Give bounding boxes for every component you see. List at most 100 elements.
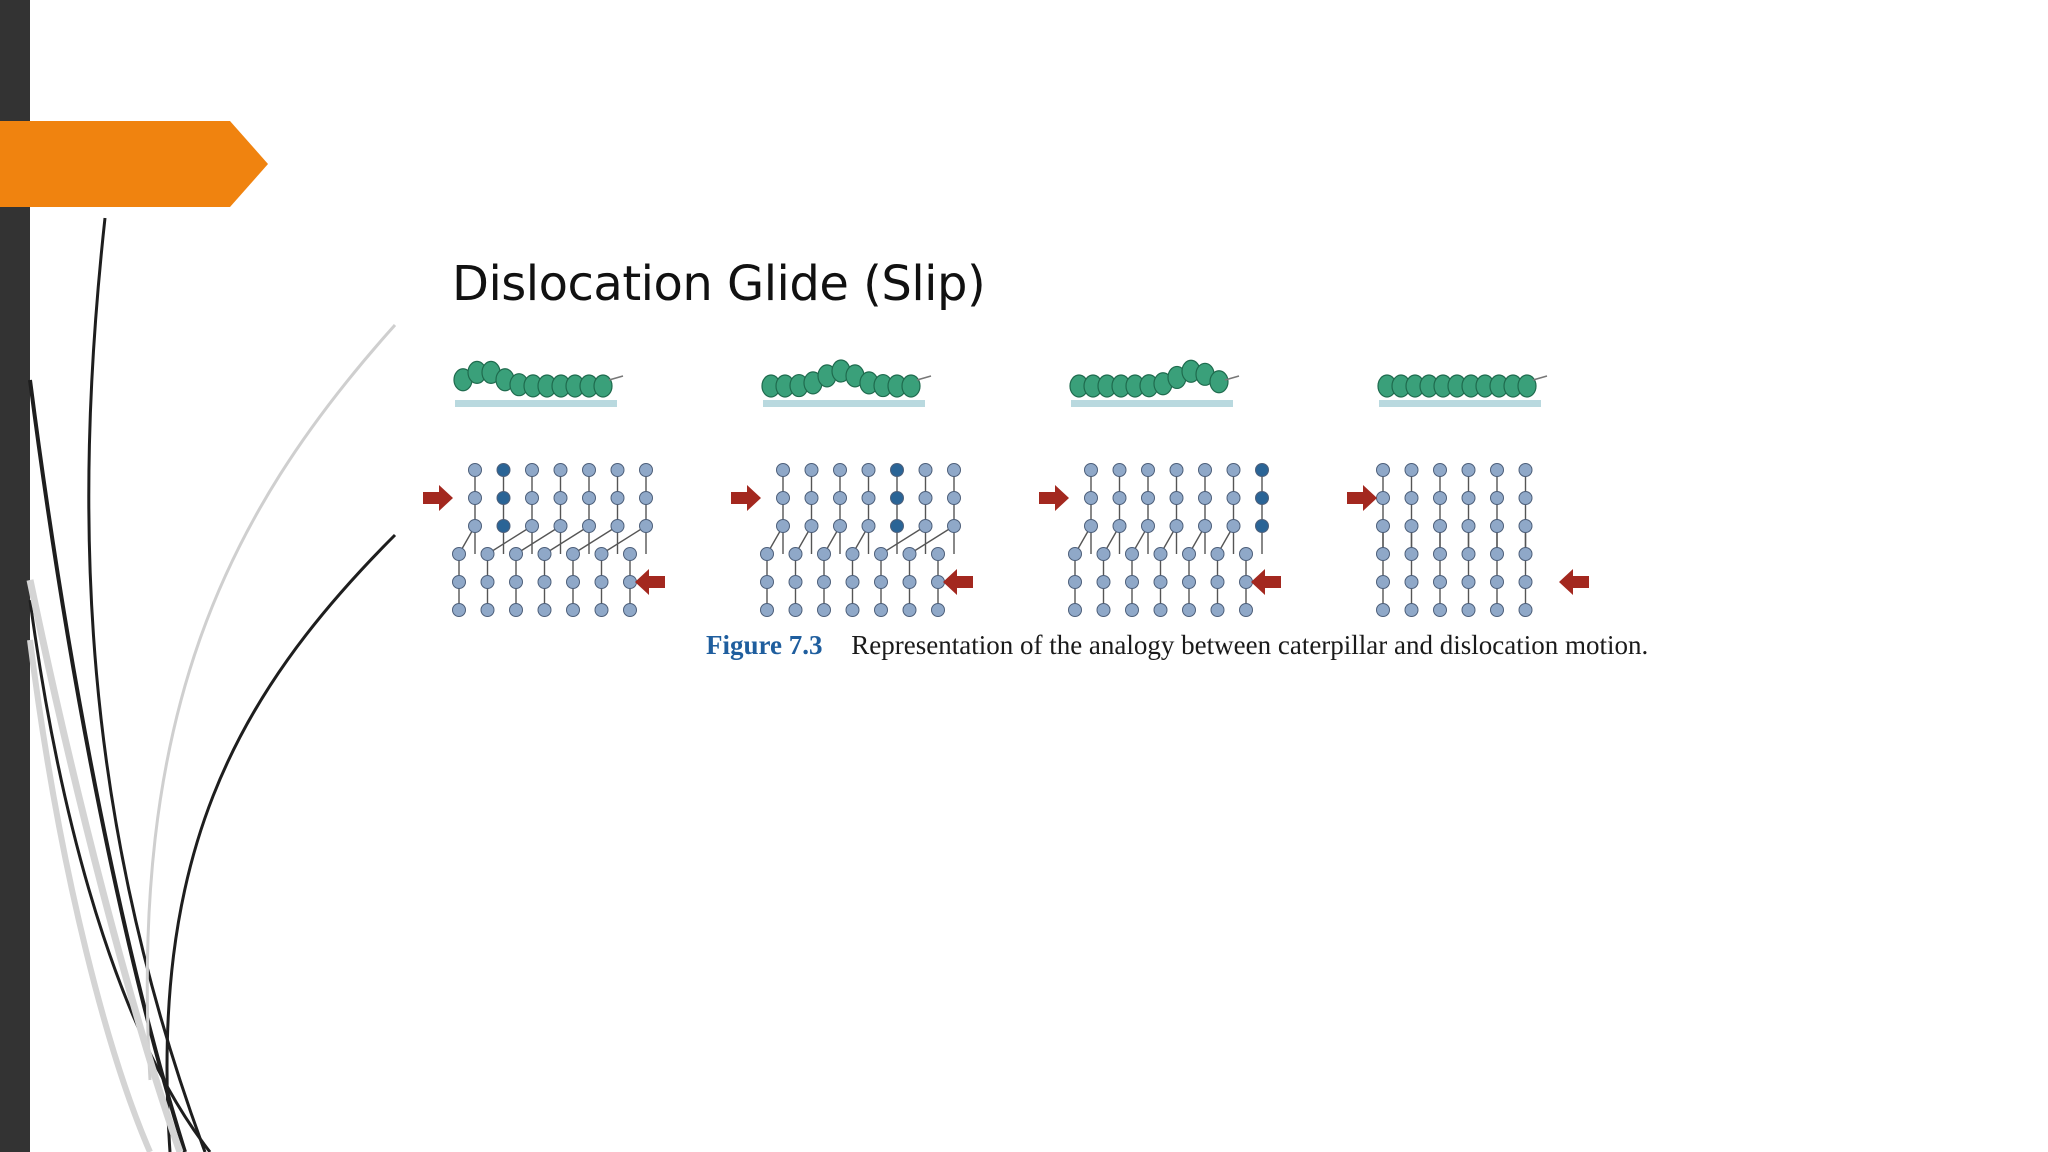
atom [1490,519,1504,533]
atom [1125,603,1139,617]
substrate-strip [763,400,925,407]
atom [480,575,495,589]
atom [947,491,961,505]
shear-arrow-left-icon [1559,569,1589,595]
atom [639,463,653,477]
atom [1376,603,1390,617]
atom [890,463,904,477]
atom [594,603,609,617]
shear-arrow-right-icon [731,485,761,511]
atom [1226,491,1241,505]
atom [1404,463,1419,477]
atom [1182,603,1196,617]
atom [594,547,609,561]
atom [1404,491,1419,505]
atom [1376,491,1390,505]
orange-arrow-tab [0,121,268,207]
shear-arrow-right-icon [1347,485,1377,511]
atom [931,575,945,589]
atom [1112,463,1127,477]
atom [1141,463,1155,477]
atom [1125,547,1139,561]
atom [931,603,945,617]
atom [496,463,511,477]
atom [1112,491,1127,505]
atom [1461,575,1476,589]
atom [509,575,523,589]
atom [1490,463,1504,477]
atom [804,491,819,505]
atom-bond [515,525,561,555]
atom [509,547,523,561]
atom-bond [909,525,955,555]
caterpillar-segment [1209,370,1229,394]
atom [1084,519,1098,533]
atom-bond [487,525,533,555]
atom [1125,575,1139,589]
atom [1461,519,1476,533]
atom [1490,575,1504,589]
atom [804,519,819,533]
atom [537,575,552,589]
figure-caption: Figure 7.3 Representation of the analogy… [706,630,1648,661]
atom [610,491,625,505]
atom [610,519,625,533]
atom [566,547,580,561]
atom [1376,463,1390,477]
atom [1182,547,1196,561]
atom-lattice [1376,463,1533,617]
atom [582,519,596,533]
atom [874,575,888,589]
atom [1169,491,1184,505]
atom [1153,603,1168,617]
atom-bond [880,525,926,555]
atom [1084,491,1098,505]
atom [1096,603,1111,617]
atom [623,603,637,617]
atom [1518,603,1533,617]
atom [918,463,933,477]
atom [918,491,933,505]
caterpillar-antenna [1532,375,1548,381]
substrate-strip [1071,400,1233,407]
atom [452,547,466,561]
atom [1433,519,1447,533]
atom [1169,463,1184,477]
atom [760,603,774,617]
atom [1404,603,1419,617]
atom [1084,463,1098,477]
atom [1518,491,1533,505]
atom [537,547,552,561]
atom [623,547,637,561]
atom [610,463,625,477]
caterpillar-antenna [1224,375,1240,381]
atom [1461,463,1476,477]
atom [760,547,774,561]
substrate-strip [1379,400,1541,407]
caterpillar-segment [901,374,921,398]
atom [817,547,831,561]
figure-panel-1 [423,360,665,617]
atom [1433,547,1447,561]
atom [1490,603,1504,617]
atom [760,575,774,589]
atom [776,463,790,477]
atom [452,575,466,589]
decorative-curves [26,217,397,1152]
atom [1153,575,1168,589]
atom [639,519,653,533]
atom [594,575,609,589]
slide-title: Dislocation Glide (Slip) [452,256,986,312]
atom [776,519,790,533]
atom [1433,575,1447,589]
atom [1141,491,1155,505]
atom [931,547,945,561]
atom [1210,547,1225,561]
atom [1433,603,1447,617]
atom [566,575,580,589]
shear-arrow-left-icon [1251,569,1281,595]
atom-bond [544,525,590,555]
atom [1518,463,1533,477]
atom [845,547,860,561]
